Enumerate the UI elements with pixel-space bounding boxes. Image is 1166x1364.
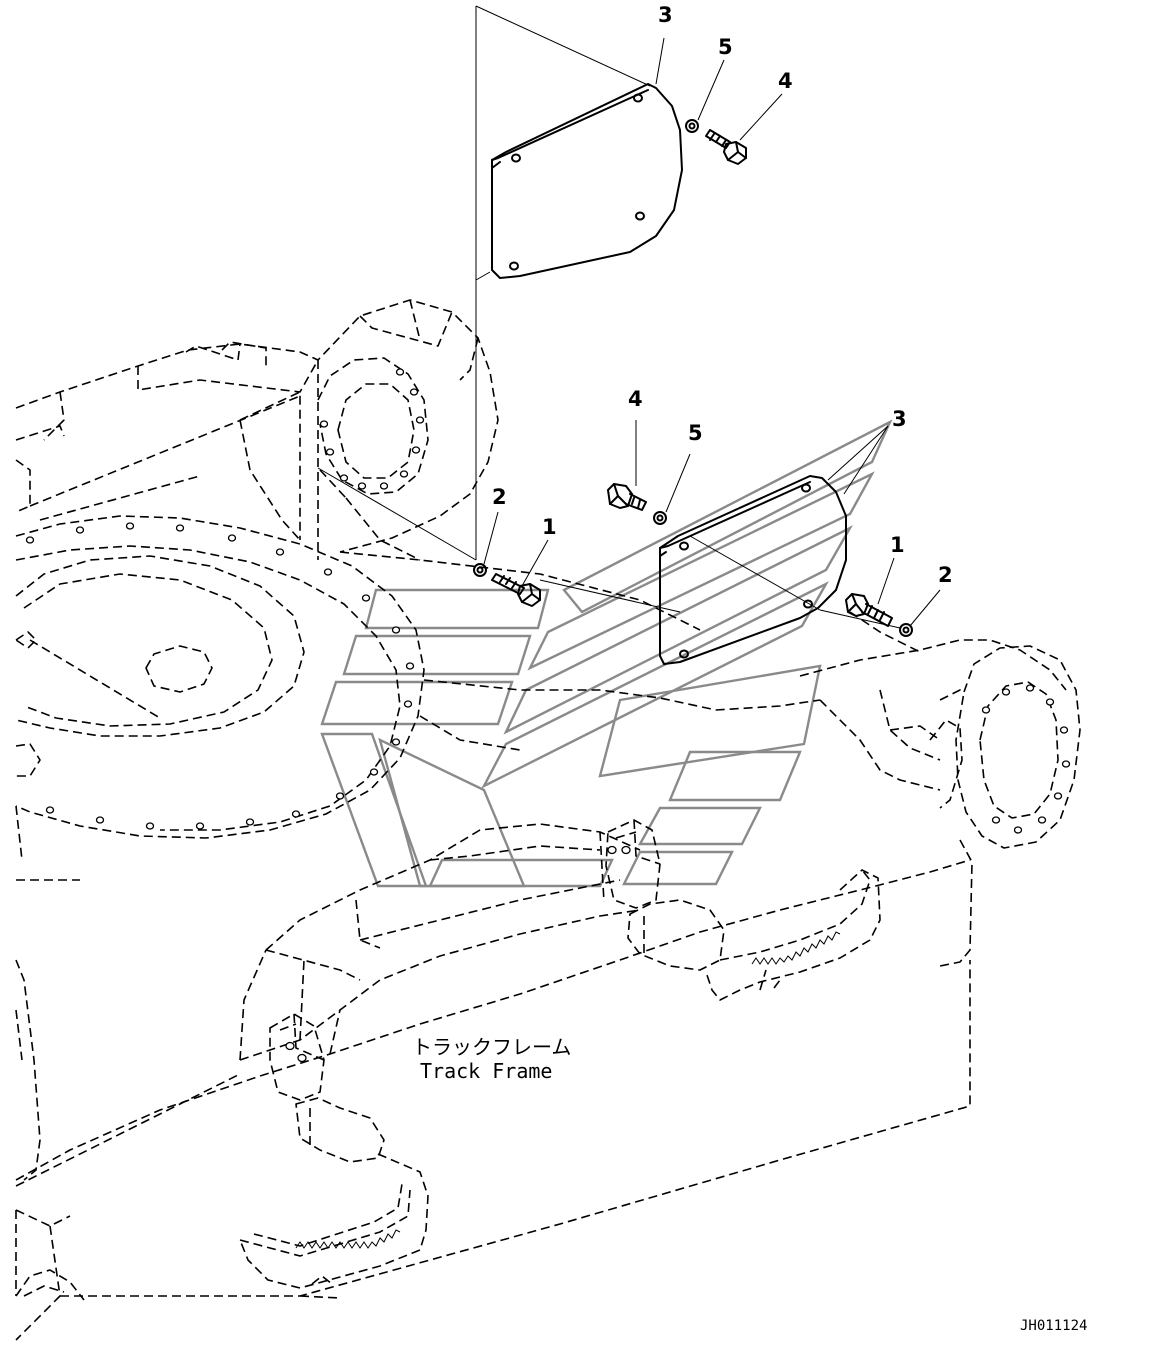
callout-labels: 3 5 4 4 5 3 2 1 1 2: [492, 3, 953, 587]
watermark-logo: [320, 419, 893, 888]
callout-5-mid: 5: [688, 421, 703, 445]
callout-4-mid: 4: [628, 387, 643, 411]
callout-1-left: 1: [542, 515, 557, 539]
drawing-code: JH011124: [1020, 1318, 1087, 1334]
callout-5-top: 5: [718, 35, 733, 59]
frame-label-japanese: トラックフレーム: [412, 1035, 571, 1059]
bolt-holes: [25, 368, 1071, 1063]
washer-upper: [685, 119, 699, 133]
bolt-left: [491, 573, 541, 607]
cover-plate-lower: [659, 475, 847, 665]
washer-right: [899, 623, 913, 637]
bolt-mid: [607, 483, 647, 511]
callout-1-right: 1: [890, 533, 905, 557]
machine-outline: [15, 299, 1081, 1341]
washer-mid: [653, 511, 667, 525]
bolt-upper: [705, 129, 747, 165]
washer-left: [473, 563, 487, 577]
callout-2-right: 2: [938, 563, 953, 587]
bolt-right: [845, 593, 893, 627]
callout-leaders: [483, 37, 941, 627]
frame-label-english: Track Frame: [420, 1059, 552, 1083]
callout-3-mid: 3: [892, 407, 907, 431]
callout-3-top: 3: [658, 3, 673, 27]
callout-2-left: 2: [492, 485, 507, 509]
callout-4-top: 4: [778, 69, 793, 93]
leader-lines: [317, 5, 901, 629]
cover-plate-upper: [491, 83, 683, 279]
